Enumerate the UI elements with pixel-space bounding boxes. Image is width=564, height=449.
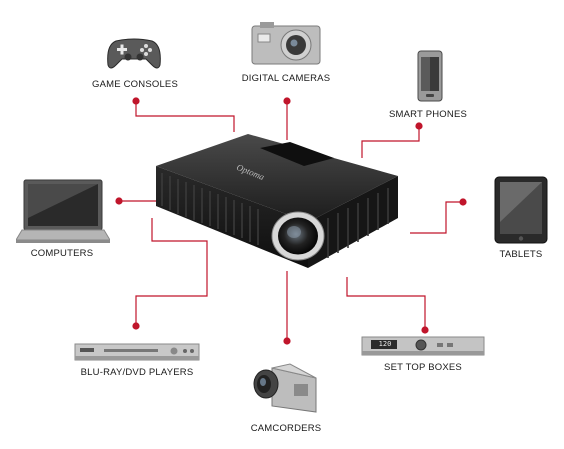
dot-camcorders — [283, 337, 291, 345]
dot-set-top-boxes — [421, 326, 429, 334]
label-tablets: TABLETS — [499, 249, 543, 260]
label-computers: COMPUTERS — [30, 248, 94, 259]
gamepad-icon — [107, 38, 161, 69]
camcorder-icon — [253, 363, 317, 413]
label-camcorders: CAMCORDERS — [250, 423, 322, 434]
projector-icon — [156, 134, 398, 268]
dot-tablets — [459, 198, 467, 206]
connector-set-top-boxes — [346, 277, 426, 330]
camera-icon — [251, 22, 321, 65]
connector-game-consoles — [135, 101, 235, 132]
tablet-icon — [494, 176, 548, 244]
connector-smart-phones — [361, 126, 420, 158]
dot-computers — [115, 197, 123, 205]
label-set-top-boxes: SET TOP BOXES — [384, 362, 462, 373]
connector-bluray — [135, 218, 208, 326]
dot-digital-cameras — [283, 97, 291, 105]
dot-smart-phones — [415, 122, 423, 130]
set-top-box-display: 120 — [378, 340, 392, 348]
label-bluray-dvd-players: BLU-RAY/DVD PLAYERS — [80, 367, 194, 378]
connector-tablets — [410, 201, 463, 234]
label-game-consoles: GAME CONSOLES — [91, 79, 179, 90]
dot-bluray — [132, 322, 140, 330]
set-top-box-icon — [361, 336, 485, 356]
laptop-icon — [16, 179, 110, 243]
smartphone-icon — [417, 50, 443, 102]
label-digital-cameras: DIGITAL CAMERAS — [241, 73, 331, 84]
dvd-player-icon — [74, 343, 200, 361]
dot-game-consoles — [132, 97, 140, 105]
label-smart-phones: SMART PHONES — [388, 109, 468, 120]
